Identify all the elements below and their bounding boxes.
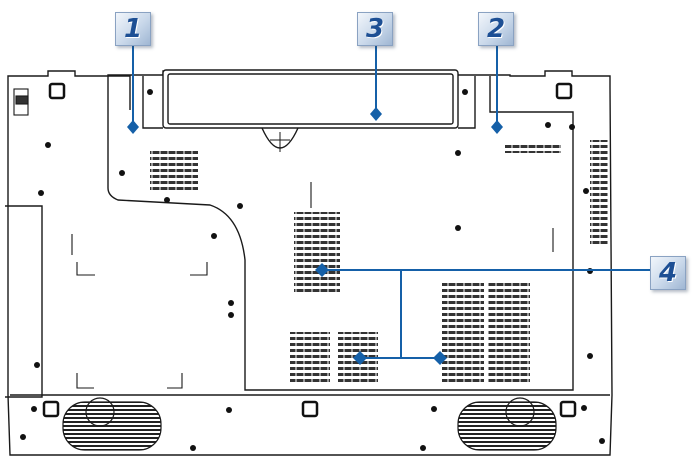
- speakers: [62, 397, 557, 451]
- callout-1-label: 1: [123, 14, 143, 44]
- vent-grilles: [150, 140, 608, 382]
- callout-3-label: 3: [365, 14, 385, 44]
- callout-lines: [132, 44, 650, 359]
- screws: [20, 89, 605, 451]
- callout-4: 4: [650, 256, 686, 290]
- callout-3: 3: [357, 12, 393, 46]
- label-marks: [13, 88, 554, 389]
- callout-markers: [127, 107, 503, 365]
- callout-2: 2: [478, 12, 514, 46]
- callout-2-label: 2: [486, 14, 506, 44]
- rubber-feet: [42, 82, 577, 418]
- callout-4-label: 4: [658, 258, 678, 288]
- callout-1: 1: [115, 12, 151, 46]
